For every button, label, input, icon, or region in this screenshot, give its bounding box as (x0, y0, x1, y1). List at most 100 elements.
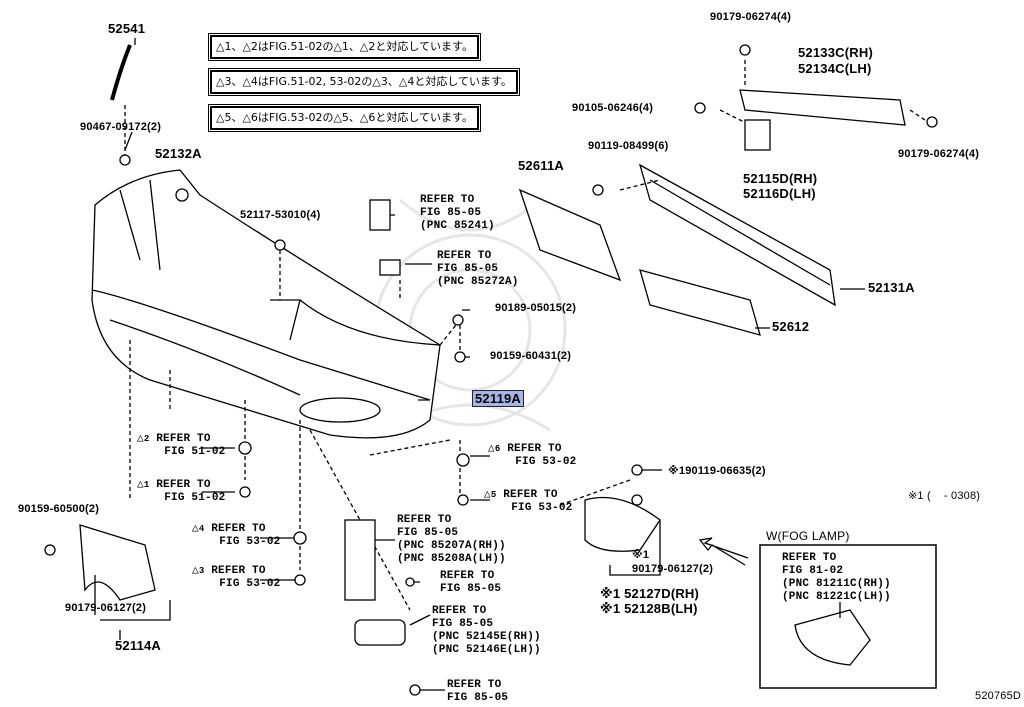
part-52119A-highlight: 52119A (472, 390, 525, 407)
part-90179-06127-left[interactable]: 90179-06127(2) (65, 602, 147, 614)
triangle-icon: △ (488, 443, 495, 455)
part-90179-06274-top[interactable]: 90179-06274(4) (710, 11, 792, 23)
part-52541[interactable]: 52541 (108, 21, 146, 36)
part-52133C[interactable]: 52133C(RH) (798, 45, 873, 60)
ref-line: REFER TO (211, 565, 266, 577)
part-52132A[interactable]: 52132A (155, 146, 202, 161)
ref-line: (PNC 85272A) (437, 276, 519, 288)
ref-line: FIG 85-05 (397, 527, 459, 539)
part-52127D[interactable]: ※1 52127D(RH) (600, 586, 700, 601)
part-90467-09172[interactable]: 90467-09172(2) (80, 121, 162, 133)
ref-line: FIG 53-02 (219, 578, 281, 590)
ref-line: REFER TO (156, 479, 211, 491)
ref-line: REFER TO (507, 443, 562, 455)
part-90119-08499[interactable]: 90119-08499(6) (588, 140, 669, 152)
refer-triangle-1[interactable]: △1 REFER TO FIG 51-02 (137, 479, 225, 505)
note-3-4: △3、△4はFIG.51-02, 53-02の△3、△4と対応しています。 (208, 68, 520, 96)
ref-line: (PNC 52146E(LH)) (432, 644, 541, 656)
ref-line: REFER TO (440, 570, 495, 582)
ref-line: REFER TO (211, 523, 266, 535)
part-52117-53010[interactable]: 52117-53010(4) (240, 209, 321, 221)
ref-line: FIG 85-05 (420, 207, 482, 219)
triangle-icon: △ (484, 489, 491, 501)
part-52119A[interactable]: 52119A (472, 390, 525, 407)
ref-line: (PNC 81211C(RH)) (782, 578, 891, 590)
ref-line: (PNC 85207A(RH)) (397, 540, 506, 552)
ref-line: FIG 81-02 (782, 565, 844, 577)
note-5-6: △5、△6はFIG.53-02の△5、△6と対応しています。 (208, 104, 481, 132)
triangle-icon: △ (192, 565, 199, 577)
fog-cover-drawing (584, 496, 661, 552)
triangle-icon: △ (192, 523, 199, 535)
part-52131A[interactable]: 52131A (868, 280, 915, 295)
mark-note-1: ※1 (632, 549, 650, 561)
refer-triangle-3[interactable]: △3 REFER TO FIG 53-02 (192, 565, 280, 591)
part-90189-05015[interactable]: 90189-05015(2) (495, 302, 577, 314)
ref-line: REFER TO (420, 194, 475, 206)
part-52116D[interactable]: 52116D(LH) (743, 186, 816, 201)
ref-line: FIG 53-02 (219, 536, 281, 548)
refer-triangle-6[interactable]: △6 REFER TO FIG 53-02 (488, 443, 576, 469)
triangle-icon: △ (137, 479, 144, 491)
ref-line: REFER TO (432, 605, 487, 617)
part-52611A[interactable]: 52611A (518, 158, 565, 173)
part-52134C[interactable]: 52134C(LH) (798, 61, 872, 76)
molding-strip-drawing (110, 44, 132, 101)
diagram-id: 520765D (975, 690, 1022, 702)
footnote: ※1 ( - 0308) (908, 490, 981, 502)
part-52612[interactable]: 52612 (772, 319, 810, 334)
ref-line: FIG 85-05 (437, 263, 499, 275)
ref-line: (PNC 52145E(RH)) (432, 631, 541, 643)
ref-line: (PNC 85241) (420, 220, 495, 232)
ref-line: (PNC 85208A(LH)) (397, 553, 506, 565)
bumper-reinforcement-drawing (518, 89, 906, 336)
part-90105-06246[interactable]: 90105-06246(4) (572, 102, 654, 114)
part-90159-60500[interactable]: 90159-60500(2) (18, 503, 100, 515)
part-90179-06127-right[interactable]: 90179-06127(2) (632, 563, 714, 575)
ref-line: REFER TO (437, 250, 492, 262)
part-52128B[interactable]: ※1 52128B(LH) (600, 601, 698, 616)
license-bracket-drawing (79, 524, 156, 601)
triangle-number: 5 (490, 490, 497, 500)
ref-line: REFER TO (397, 514, 452, 526)
ref-line: REFER TO (782, 552, 837, 564)
triangle-icon: △ (137, 433, 144, 445)
part-90179-06274-right[interactable]: 90179-06274(4) (898, 148, 980, 160)
ref-line: FIG 85-05 (432, 618, 494, 630)
part-90159-60431[interactable]: 90159-60431(2) (490, 350, 572, 362)
ref-line: REFER TO (447, 679, 502, 691)
part-90119-06635[interactable]: ※190119-06635(2) (668, 465, 766, 477)
triangle-number: 1 (143, 480, 150, 490)
arrow-icon (698, 537, 749, 566)
refer-triangle-2[interactable]: △2 REFER TO FIG 51-02 (137, 433, 225, 459)
fog-lamp-title: W(FOG LAMP) (766, 529, 850, 543)
refer-triangle-5[interactable]: △5 REFER TO FIG 53-02 (484, 489, 572, 515)
ref-line: REFER TO (156, 433, 211, 445)
triangle-number: 2 (143, 434, 150, 444)
refer-triangle-4[interactable]: △4 REFER TO FIG 53-02 (192, 523, 280, 549)
ref-line: FIG 51-02 (164, 446, 226, 458)
fog-lamp-drawing (794, 609, 871, 666)
ref-line: FIG 53-02 (515, 456, 577, 468)
triangle-number: 4 (198, 524, 205, 534)
ref-line: FIG 85-05 (447, 692, 509, 704)
part-52115D[interactable]: 52115D(RH) (743, 171, 818, 186)
ref-line: (PNC 81221C(LH)) (782, 591, 891, 603)
triangle-number: 6 (494, 444, 501, 454)
triangle-number: 3 (198, 566, 205, 576)
note-1-2: △1、△2はFIG.51-02の△1、△2と対応しています。 (208, 33, 481, 61)
ref-line: FIG 85-05 (440, 583, 502, 595)
ref-line: REFER TO (503, 489, 558, 501)
fog-lamp-box (759, 544, 937, 689)
part-52114A[interactable]: 52114A (115, 638, 162, 653)
ref-line: FIG 51-02 (164, 492, 226, 504)
